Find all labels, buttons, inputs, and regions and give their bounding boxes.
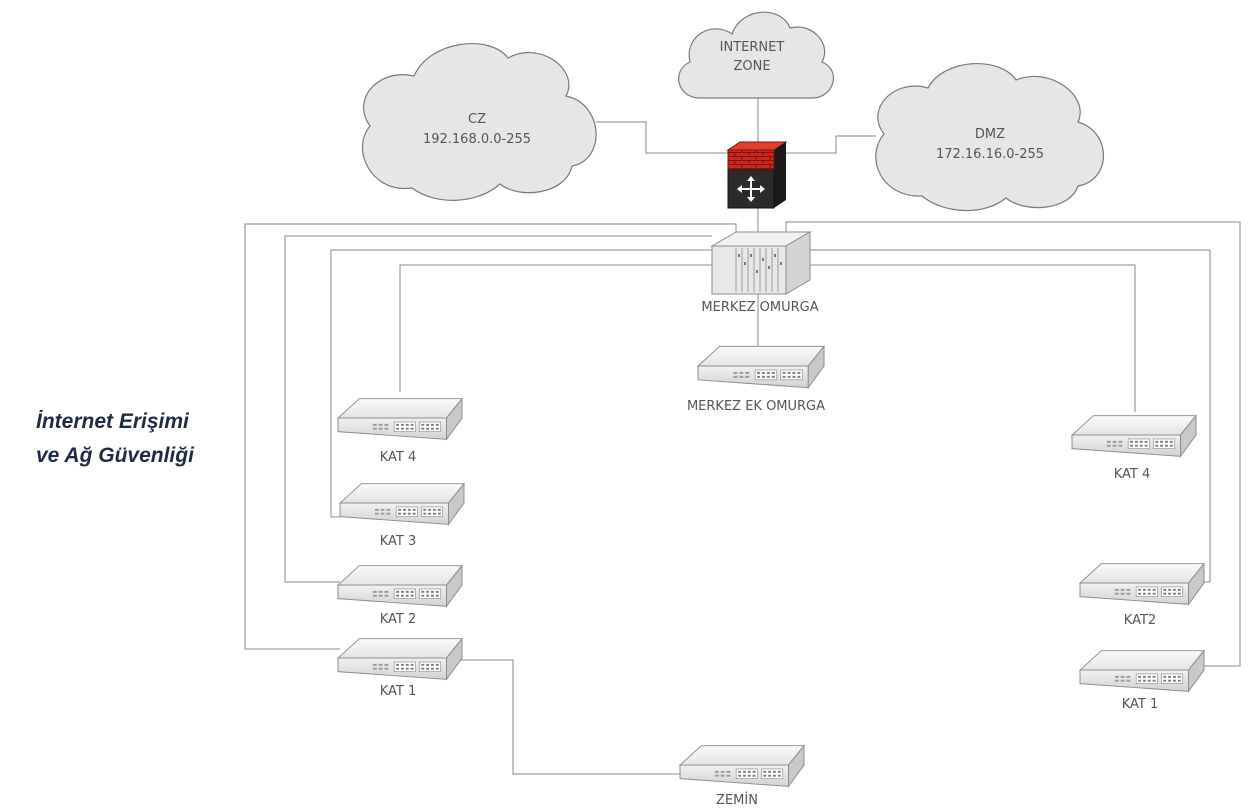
core-switch-chassis-icon — [710, 231, 812, 295]
switch-right-kat4[interactable]: KAT 4 — [1071, 415, 1197, 482]
network-switch-icon — [337, 565, 463, 607]
switch-left-kat1[interactable]: KAT 1 — [337, 638, 463, 699]
network-switch-icon — [679, 745, 805, 787]
switch-label: KAT 4 — [1114, 467, 1151, 482]
firewall-router-icon — [726, 141, 788, 209]
switch-left-kat4[interactable]: KAT 4 — [337, 398, 463, 465]
switch-merkez-ek-omurga[interactable]: MERKEZ EK OMURGA — [687, 345, 825, 414]
diagram-title: İnternet Erişimi ve Ağ Güvenliği — [36, 405, 194, 473]
internet-zone-label-2: ZONE — [733, 59, 770, 74]
switch-left-kat3[interactable]: KAT 3 — [339, 483, 465, 549]
title-line-2: ve Ağ Güvenliği — [36, 444, 194, 467]
switch-label: KAT 1 — [380, 684, 417, 699]
cloud-icon — [678, 11, 834, 99]
internet-zone-cloud[interactable]: INTERNET ZONE — [678, 11, 834, 99]
link-core-right-kat1 — [785, 221, 1241, 667]
dmz-cloud[interactable]: DMZ 172.16.16.0-255 — [875, 62, 1104, 212]
network-switch-icon — [339, 483, 465, 525]
switch-right-kat2[interactable]: KAT2 — [1079, 563, 1205, 628]
link-kat1-zemin — [458, 659, 682, 775]
switch-label: KAT 4 — [380, 450, 417, 465]
switch-label: KAT2 — [1124, 613, 1156, 628]
link-core-left-kat1 — [244, 223, 737, 650]
connection-lines — [244, 98, 1241, 775]
cloud-icon — [875, 62, 1104, 212]
switch-zemin[interactable]: ZEMİN — [679, 745, 805, 808]
cloud-icon — [361, 43, 597, 201]
dmz-subnet: 172.16.16.0-255 — [936, 147, 1044, 162]
internet-zone-label-1: INTERNET — [720, 40, 785, 55]
dmz-label: DMZ — [975, 127, 1005, 142]
cz-subnet: 192.168.0.0-255 — [423, 132, 531, 147]
link-core-right-kat4 — [806, 264, 1136, 412]
switch-label: KAT 1 — [1122, 697, 1159, 712]
link-core-left-kat3 — [330, 249, 712, 518]
link-core-left-kat4 — [399, 264, 712, 392]
switch-label: MERKEZ EK OMURGA — [687, 399, 825, 414]
core-label: MERKEZ OMURGA — [701, 300, 818, 315]
network-switch-icon — [1079, 650, 1205, 692]
link-dmz-firewall — [784, 135, 876, 154]
link-cz-firewall — [596, 121, 728, 154]
firewall-router[interactable] — [726, 141, 788, 209]
title-line-1: İnternet Erişimi — [36, 410, 189, 433]
core-switch[interactable]: MERKEZ OMURGA — [701, 231, 819, 315]
network-switch-icon — [337, 398, 463, 440]
cz-label: CZ — [468, 112, 486, 127]
switch-label: KAT 2 — [380, 612, 417, 627]
switch-left-kat2[interactable]: KAT 2 — [337, 565, 463, 627]
network-switch-icon — [697, 345, 825, 389]
cz-cloud[interactable]: CZ 192.168.0.0-255 — [361, 43, 597, 201]
network-switch-icon — [1079, 563, 1205, 605]
switch-right-kat1[interactable]: KAT 1 — [1079, 650, 1205, 712]
switch-label: ZEMİN — [716, 792, 758, 808]
link-core-left-kat2 — [284, 235, 712, 583]
network-switch-icon — [337, 638, 463, 680]
network-switch-icon — [1071, 415, 1197, 457]
switch-label: KAT 3 — [380, 534, 417, 549]
